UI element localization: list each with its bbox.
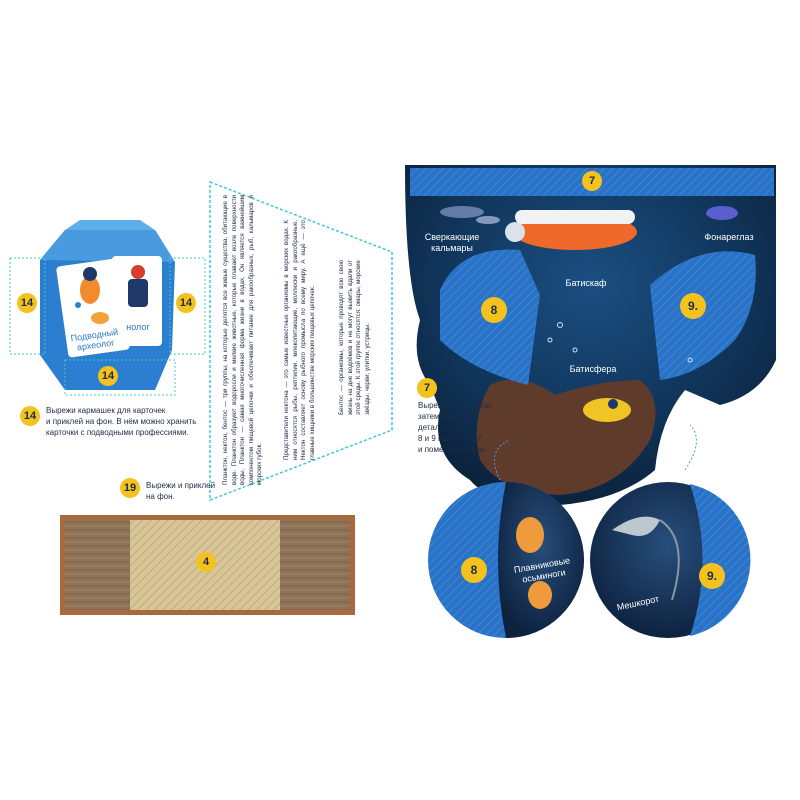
circle-piece-8-cutout[interactable] <box>428 482 584 638</box>
pocket-badge-bottom: 14 <box>98 366 118 386</box>
instruction-7-text: Вырежи три детали, затем приклей детали … <box>418 401 493 454</box>
trapezoid-paragraph-1: Планктон, нектон, бентос — три группы, н… <box>222 195 264 485</box>
ocean-piece-badge: 7 <box>582 171 602 191</box>
label-bathyscaphe: Батискаф <box>565 278 607 288</box>
strip-badge: 4 <box>196 552 216 572</box>
circle-piece-9-cutout[interactable] <box>590 482 751 638</box>
label-squids: Сверкающие кальмары <box>424 232 480 253</box>
instruction-19-text: Вырежи и приклей на фон. <box>146 481 216 501</box>
pocket-cutout[interactable] <box>9 220 206 396</box>
trapezoid-paragraph-2: Представители нектона — это самые извест… <box>283 220 316 460</box>
label-lantern-fish: Фонареглаз <box>704 232 754 242</box>
instruction-14-text: Вырежи кармашек для карточек и приклей н… <box>46 406 197 437</box>
card-back-label: нолог <box>126 322 150 332</box>
circle-9-badge: 9. <box>699 563 725 589</box>
pocket-badge-left: 14 <box>17 293 37 313</box>
instruction-19-badge: 19 <box>120 478 140 498</box>
instruction-14-badge: 14 <box>20 406 40 426</box>
text-trapezoid-cutout[interactable] <box>209 180 393 502</box>
circle-8-badge: 8 <box>461 557 487 583</box>
pocket-badge-right: 14 <box>176 293 196 313</box>
flap-left-badge: 8 <box>481 297 507 323</box>
instruction-7-badge: 7 <box>417 378 437 398</box>
flap-right-badge: 9. <box>680 293 706 319</box>
trapezoid-paragraph-3: Бентос — организмы, которые проводят всю… <box>338 260 371 415</box>
label-bathysphere: Батисфера <box>569 364 617 374</box>
